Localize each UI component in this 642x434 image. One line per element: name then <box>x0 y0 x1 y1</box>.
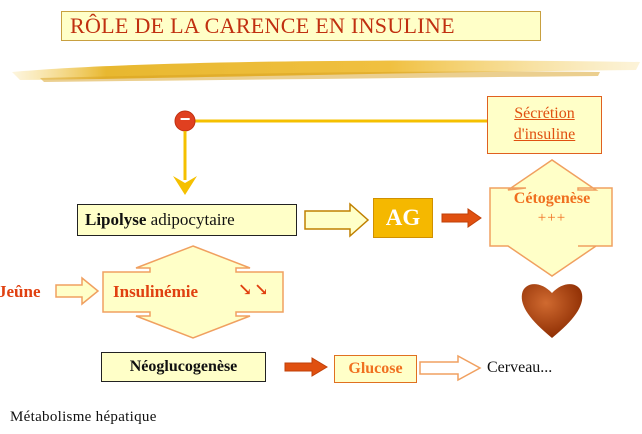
ag-box: AG <box>373 198 433 238</box>
secretion-insuline-box: Sécrétion d'insuline <box>487 96 602 154</box>
arrow-ag-ceto <box>441 208 482 228</box>
arrow-neoglu-glucose <box>284 357 328 377</box>
insulinemie-shape <box>102 245 284 339</box>
cetogenese-body <box>489 159 613 277</box>
page-title: RÔLE DE LA CARENCE EN INSULINE <box>61 11 541 41</box>
neoglucogenese-box: Néoglucogenèse <box>101 352 266 382</box>
cetogenese-label-group: Cétogenèse +++ <box>493 190 611 242</box>
heart-icon <box>521 284 583 338</box>
cerveau-label: Cerveau... <box>487 359 553 376</box>
arrow-lipolyse-ag <box>304 202 370 238</box>
minus-label: − <box>179 109 191 129</box>
lipolyse-bold: Lipolyse <box>85 210 147 229</box>
lipolyse-rest: adipocytaire <box>146 210 235 229</box>
secretion-line2: d'insuline <box>513 126 576 143</box>
arrow-glucose-cerveau <box>419 354 482 382</box>
cetogenese-label: Cétogenèse <box>513 190 591 207</box>
jeune-label: Jeûne <box>0 282 41 301</box>
footer-caption: Métabolisme hépatique <box>10 409 157 425</box>
secretion-line1: Sécrétion <box>514 105 575 122</box>
cetogenese-plus: +++ <box>537 210 567 226</box>
arrow-jeune-insulinemie <box>55 276 100 306</box>
brush-separator-shadow <box>40 71 600 82</box>
insulinemie-label: Insulinémie <box>113 282 199 301</box>
glucose-box: Glucose <box>334 355 417 383</box>
lipolyse-box: Lipolyse adipocytaire <box>77 204 297 236</box>
down-arrow-head <box>173 176 197 195</box>
insulinemie-trend-arrows: ↘↘ <box>238 280 271 299</box>
